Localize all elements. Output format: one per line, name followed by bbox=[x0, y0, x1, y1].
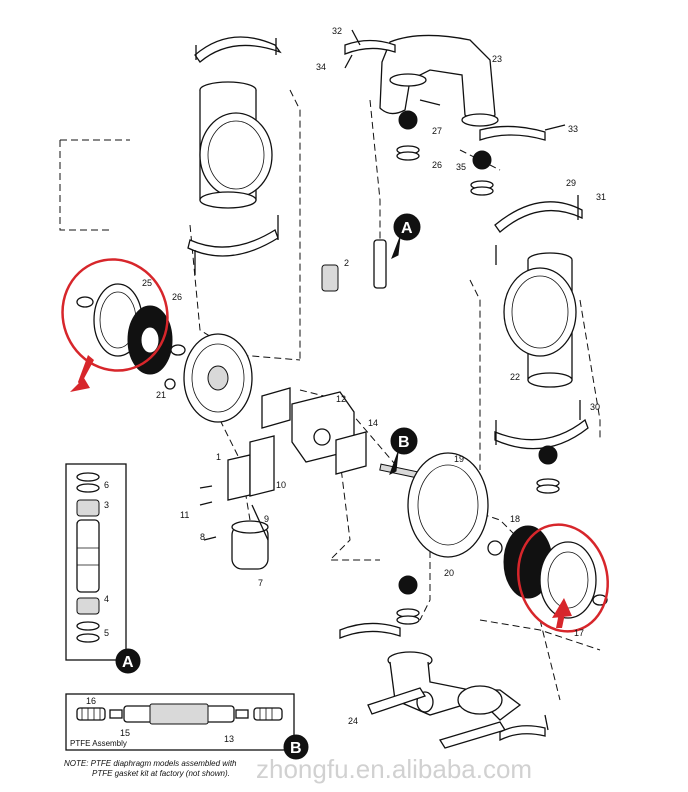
left-diaphragm-stack bbox=[76, 283, 253, 423]
part-label-27: 27 bbox=[432, 126, 442, 136]
part-label-30: 30 bbox=[590, 402, 600, 412]
part-label-4: 4 bbox=[104, 594, 109, 604]
part-label-26: 26 bbox=[172, 292, 182, 302]
part-label-14: 14 bbox=[368, 418, 378, 428]
part-label-26b: 26 bbox=[432, 160, 442, 170]
left-highlight-arrow-icon bbox=[70, 355, 94, 392]
svg-text:A: A bbox=[401, 220, 413, 237]
bottom-manifold-assembly bbox=[339, 575, 549, 749]
svg-text:B: B bbox=[290, 740, 302, 757]
note-line-2: PTFE gasket kit at factory (not shown). bbox=[92, 769, 230, 778]
part-label-25: 25 bbox=[142, 278, 152, 288]
part-label-21: 21 bbox=[156, 390, 166, 400]
callout-a-marker: A bbox=[391, 213, 421, 260]
inset-b-panel: PTFE Assembly B bbox=[65, 693, 309, 760]
part-label-19: 19 bbox=[454, 454, 464, 464]
right-chamber-assembly bbox=[494, 195, 589, 494]
part-label-10: 10 bbox=[276, 480, 286, 490]
right-highlight-arrow-icon bbox=[552, 598, 572, 628]
left-diaphragm-highlight bbox=[61, 258, 169, 372]
part-label-11: 11 bbox=[180, 510, 189, 520]
left-manifold-assembly bbox=[187, 36, 282, 275]
footnote: NOTE: PTFE diaphragm models assembled wi… bbox=[64, 759, 237, 778]
part-label-16: 16 bbox=[86, 696, 96, 706]
part-label-24: 24 bbox=[348, 716, 358, 726]
inset-b-caption: PTFE Assembly bbox=[70, 739, 127, 748]
callout-b-marker: B bbox=[389, 427, 418, 476]
part-label-35: 35 bbox=[456, 162, 466, 172]
part-label-1: 1 bbox=[216, 452, 221, 462]
part-label-5: 5 bbox=[104, 628, 109, 638]
part-label-15: 15 bbox=[120, 728, 130, 738]
part-label-18: 18 bbox=[510, 514, 520, 524]
part-label-34: 34 bbox=[316, 62, 326, 72]
part-label-31: 31 bbox=[596, 192, 606, 202]
part-label-32: 32 bbox=[332, 26, 342, 36]
note-line-1: NOTE: PTFE diaphragm models assembled wi… bbox=[64, 759, 237, 768]
part-label-22: 22 bbox=[510, 372, 520, 382]
right-diaphragm-stack bbox=[407, 452, 608, 619]
watermark-text: zhongfu.en.alibaba.com bbox=[256, 754, 532, 784]
part-label-12: 12 bbox=[336, 394, 346, 404]
part-label-3: 3 bbox=[104, 500, 109, 510]
center-section bbox=[199, 239, 419, 570]
right-diaphragm-highlight bbox=[517, 523, 609, 633]
inset-a-panel: A bbox=[65, 463, 141, 674]
svg-text:A: A bbox=[122, 654, 134, 671]
part-label-7: 7 bbox=[258, 578, 263, 588]
part-label-8: 8 bbox=[200, 532, 205, 542]
svg-text:B: B bbox=[398, 434, 410, 451]
part-label-29: 29 bbox=[566, 178, 576, 188]
part-label-2: 2 bbox=[344, 258, 349, 268]
highlight-markers bbox=[61, 258, 609, 633]
part-labels: 1 2 3 4 5 6 7 8 9 10 11 12 13 14 15 16 1… bbox=[86, 26, 606, 744]
part-label-17: 17 bbox=[574, 628, 584, 638]
part-label-23: 23 bbox=[492, 54, 502, 64]
part-label-13: 13 bbox=[224, 734, 234, 744]
part-label-20: 20 bbox=[444, 568, 454, 578]
part-label-33: 33 bbox=[568, 124, 578, 134]
top-manifold-assembly bbox=[344, 29, 566, 196]
part-label-6: 6 bbox=[104, 480, 109, 490]
part-label-9: 9 bbox=[264, 514, 269, 524]
